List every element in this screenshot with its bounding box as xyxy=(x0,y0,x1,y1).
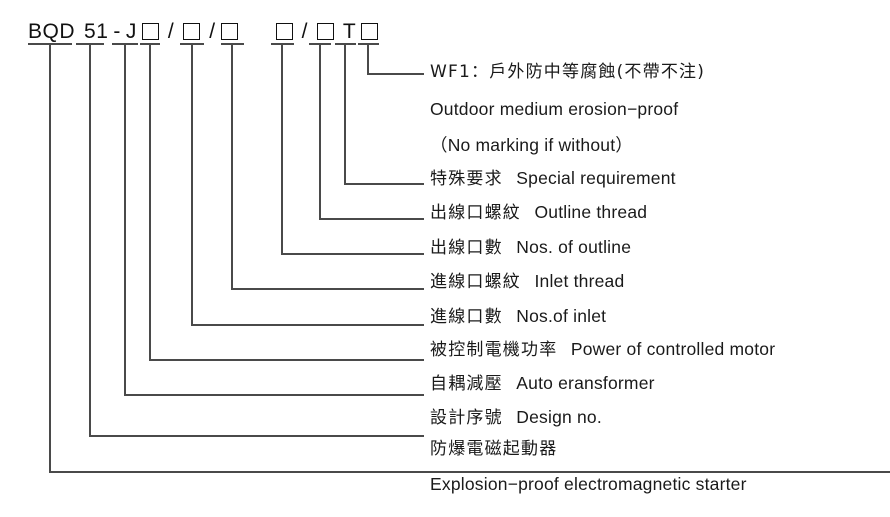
code-box-outline-nos xyxy=(275,22,293,40)
leader-line-inlet-thread xyxy=(231,44,424,290)
leader-line-nos-of-inlet xyxy=(191,44,424,326)
code-token-t: T xyxy=(342,19,357,43)
model-code-row: BQD 51 - J / / / T xyxy=(28,16,379,46)
desc-label-en: Nos. of outline xyxy=(516,237,632,257)
desc-row-nos-of-outline: 出線口數 Nos. of outline xyxy=(430,237,632,258)
desc-label-en: Outdoor medium erosion−proof xyxy=(430,99,679,119)
code-token-slash-1: / xyxy=(167,19,175,43)
code-token-slash-2: / xyxy=(209,19,216,43)
desc-label-cn: 出線口螺紋 xyxy=(430,203,521,223)
code-token-j: J xyxy=(125,19,137,43)
desc-label-cn: 進線口螺紋 xyxy=(430,272,521,292)
desc-label-en: Nos.of inlet xyxy=(516,306,607,326)
desc-row-design-no: 設計序號 Design no. xyxy=(430,407,602,428)
code-token-slash-3: / xyxy=(301,19,308,43)
desc-label-cn: 被控制電機功率 xyxy=(430,340,558,360)
desc-row-power-of-controlled-motor: 被控制電機功率 Power of controlled motor xyxy=(430,339,776,360)
leader-line-nos-of-outline xyxy=(281,44,424,255)
desc-label-en: （No marking if without） xyxy=(430,135,633,155)
desc-row-nos-of-inlet: 進線口數 Nos.of inlet xyxy=(430,306,607,327)
desc-label-en: Design no. xyxy=(516,407,602,427)
desc-label-cn: 特殊要求 xyxy=(430,169,503,189)
desc-label-cn: 自耦減壓 xyxy=(430,374,503,394)
leader-line-outline-thread xyxy=(319,44,424,220)
desc-label-en: Inlet thread xyxy=(534,271,625,291)
code-token-dash: - xyxy=(113,19,121,43)
desc-row-special-requirement: 特殊要求 Special requirement xyxy=(430,168,676,189)
desc-label-en: Special requirement xyxy=(516,168,676,188)
desc-label-en: Outline thread xyxy=(534,202,648,222)
code-box-outline-thread xyxy=(316,22,334,40)
desc-label-cn: 出線口數 xyxy=(430,238,503,258)
desc-label-en: Explosion−proof electromagnetic starter xyxy=(430,474,747,494)
desc-label-cn: 進線口數 xyxy=(430,307,503,327)
desc-row-no-marking: （No marking if without） xyxy=(430,135,633,155)
code-box-inlet-nos xyxy=(183,22,201,40)
desc-row-auto-transformer: 自耦減壓 Auto eransformer xyxy=(430,373,655,394)
desc-row-wf1: WF1：戶外防中等腐蝕(不帶不注) xyxy=(430,64,705,81)
code-token-51: 51 xyxy=(84,19,109,43)
desc-row-explosion-proof-starter-cn: 防爆電磁起動器 xyxy=(430,441,557,458)
code-box-inlet-thread xyxy=(220,22,238,40)
code-box-wf1 xyxy=(361,22,379,40)
desc-row-inlet-thread: 進線口螺紋 Inlet thread xyxy=(430,271,625,292)
code-box-power xyxy=(141,22,159,40)
desc-label-cn: 設計序號 xyxy=(430,408,503,428)
desc-row-outline-thread: 出線口螺紋 Outline thread xyxy=(430,202,648,223)
desc-row-outdoor-erosion: Outdoor medium erosion−proof xyxy=(430,99,679,119)
desc-label-cn: WF1：戶外防中等腐蝕(不帶不注) xyxy=(430,62,706,82)
desc-label-cn: 防爆電磁起動器 xyxy=(430,439,558,459)
leader-line-auto-transformer xyxy=(124,44,424,396)
leader-line-wf1 xyxy=(367,44,424,75)
leader-line-power-of-controlled-motor xyxy=(149,44,424,361)
desc-label-en: Auto eransformer xyxy=(516,373,655,393)
leader-line-design-no xyxy=(89,44,424,437)
desc-row-explosion-proof-starter-en: Explosion−proof electromagnetic starter xyxy=(430,474,747,494)
code-token-bqd: BQD xyxy=(28,19,76,43)
leader-line-special-requirement xyxy=(344,44,424,185)
desc-label-en: Power of controlled motor xyxy=(570,339,776,359)
